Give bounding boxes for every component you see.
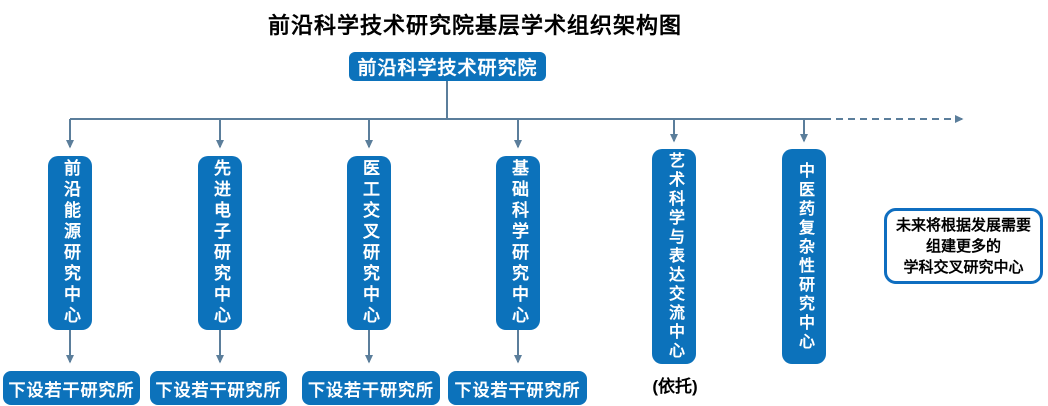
future-plan-line-3: 学科交叉研究中心 — [903, 258, 1024, 276]
center-node-electronics: 先进电子研究中心 — [198, 156, 242, 330]
root-node: 前沿科学技术研究院 — [349, 52, 546, 81]
future-plan-note: 未来将根据发展需要 组建更多的 学科交叉研究中心 — [884, 208, 1043, 284]
chart-title: 前沿科学技术研究院基层学术组织架构图 — [267, 13, 682, 38]
depend-note: (依托) — [652, 377, 698, 396]
sub-institutes-node-2: 下设若干研究所 — [150, 371, 287, 405]
future-plan-line-1: 未来将根据发展需要 — [895, 216, 1031, 234]
sub-institutes-node-3: 下设若干研究所 — [302, 371, 440, 405]
center-node-med-eng: 医工交叉研究中心 — [347, 156, 391, 330]
center-node-art-sci: 艺术科学与表达交流中心 — [652, 149, 696, 364]
center-node-tcm: 中医药复杂性研究中心 — [782, 149, 826, 364]
center-node-basic-sci: 基础科学研究中心 — [496, 156, 540, 330]
center-node-energy: 前沿能源研究中心 — [48, 156, 92, 330]
future-plan-line-2: 组建更多的 — [925, 237, 1001, 255]
sub-institutes-node-4: 下设若干研究所 — [448, 371, 587, 405]
sub-institutes-node-1: 下设若干研究所 — [3, 371, 140, 405]
